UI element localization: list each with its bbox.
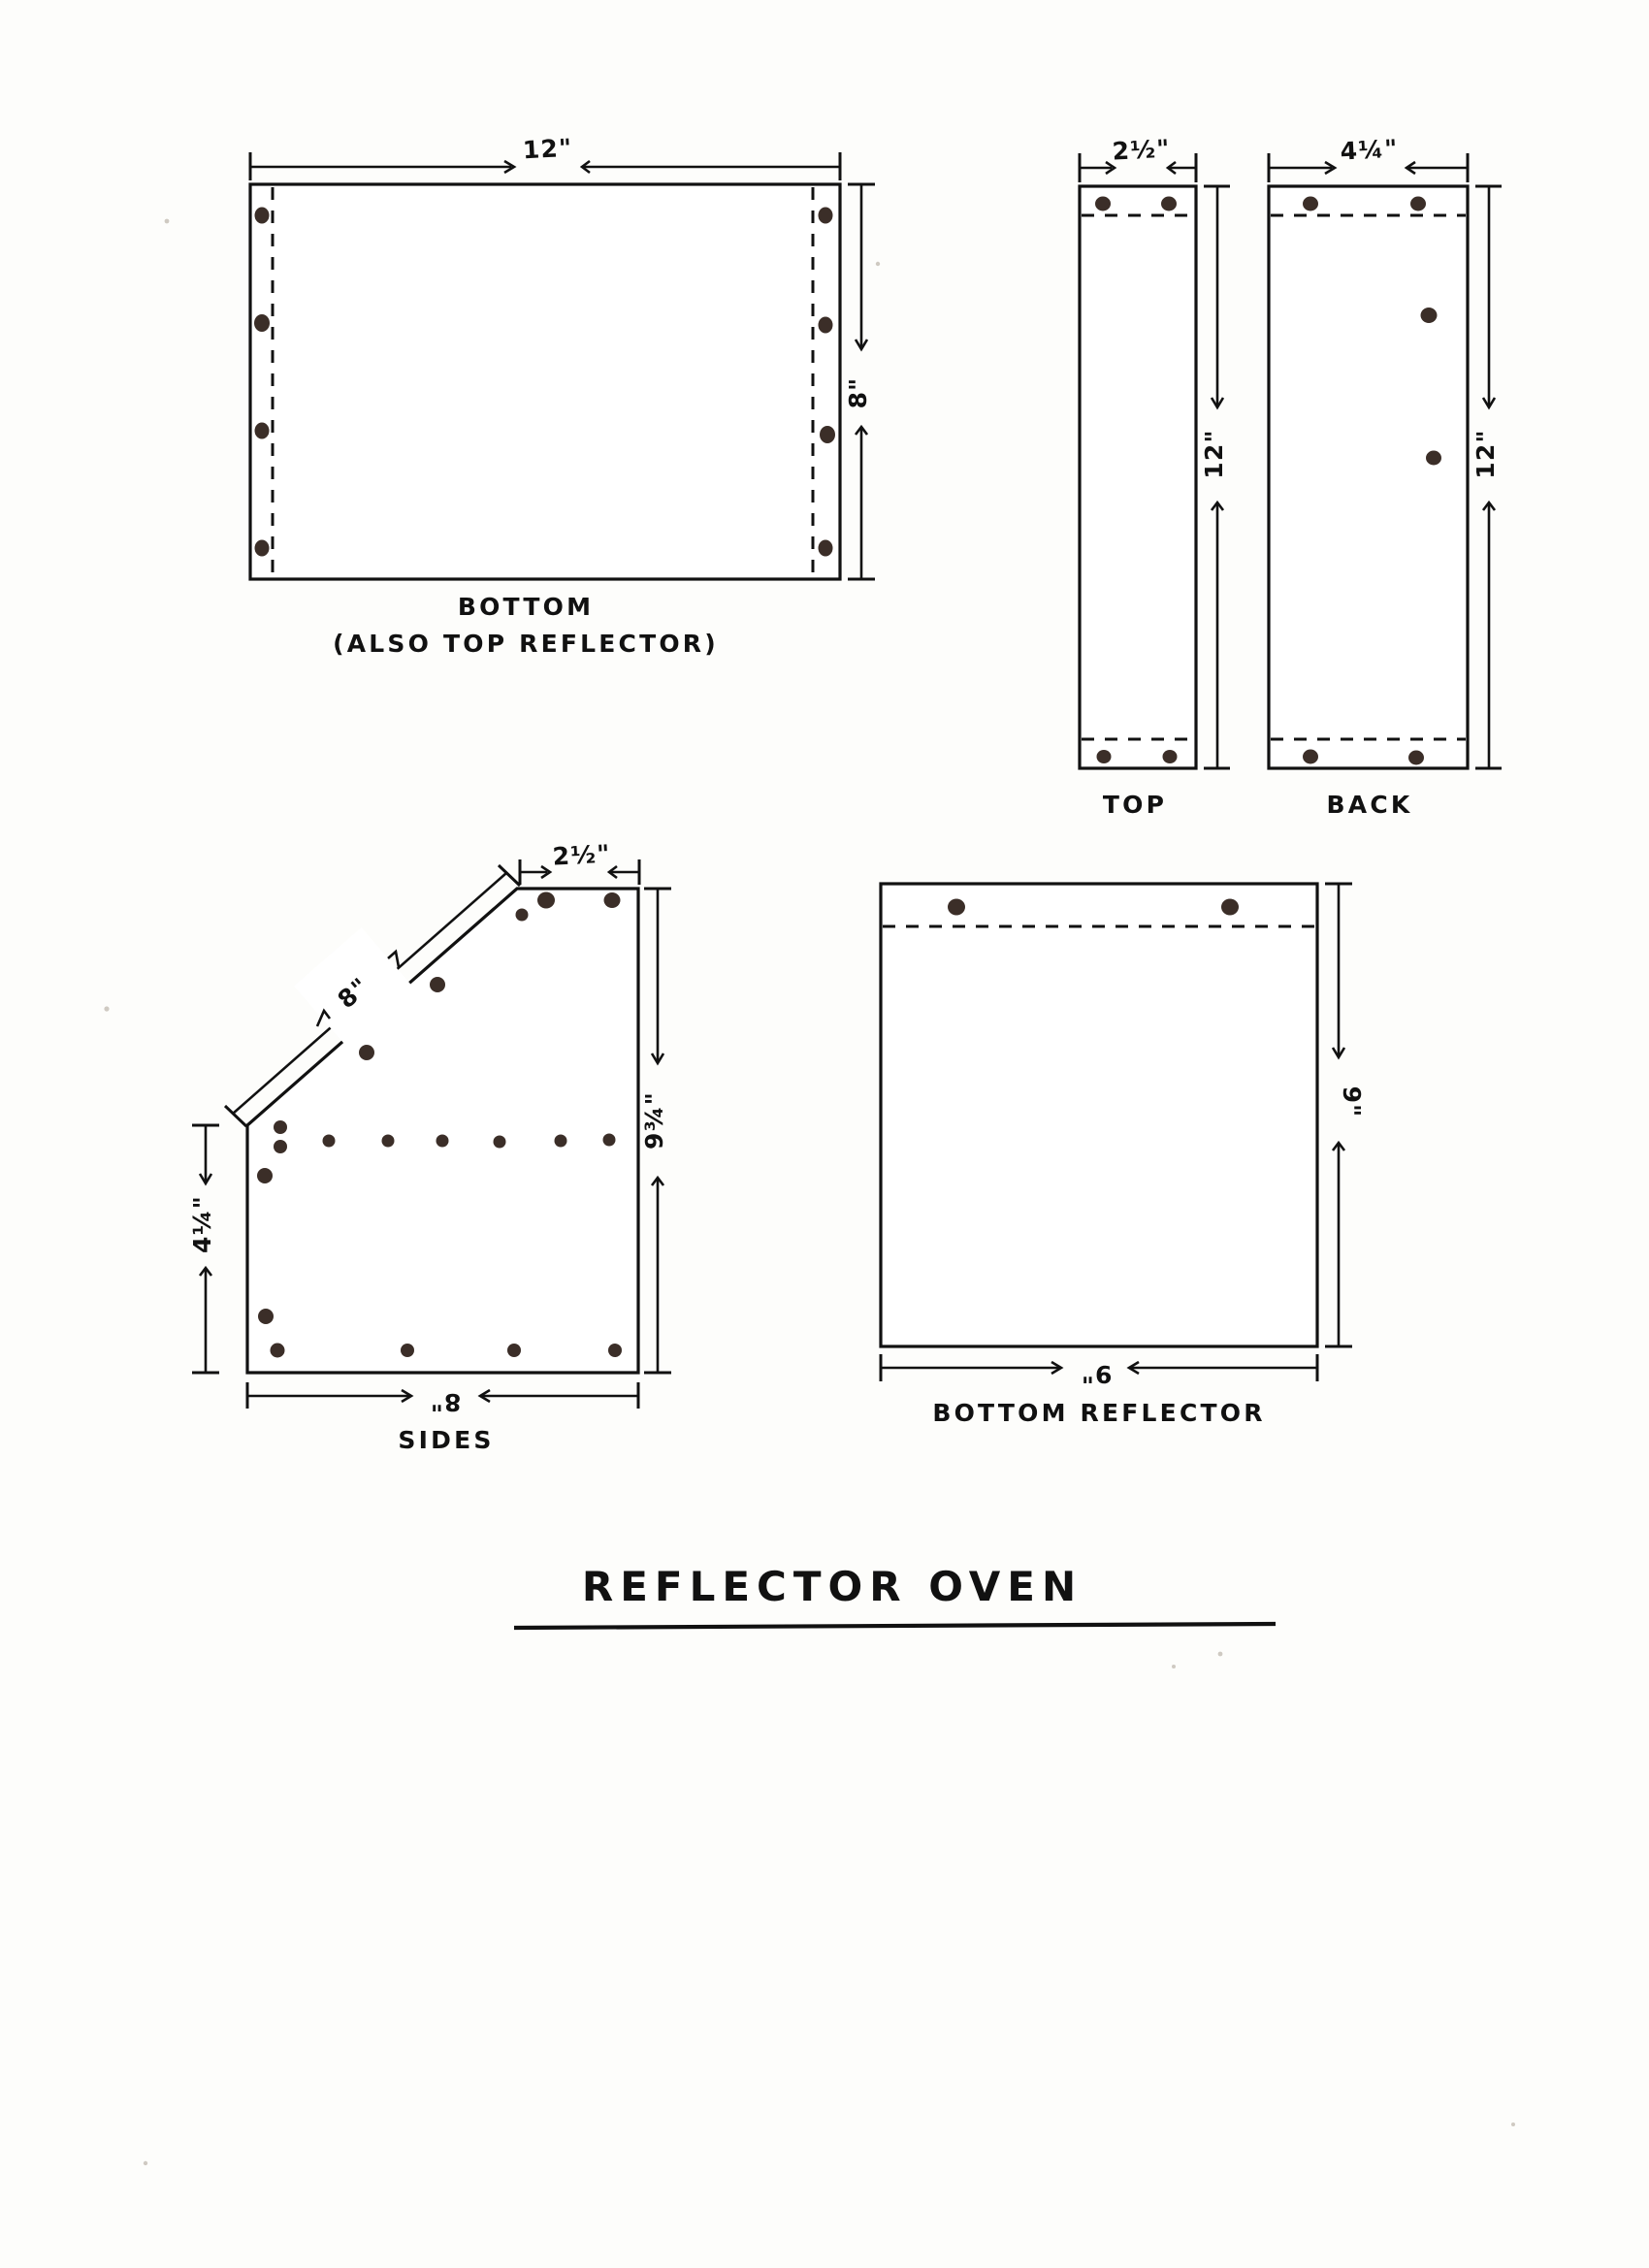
dimension-bottom-width <box>248 152 842 180</box>
rivet-group-sides-bottom <box>258 1309 622 1358</box>
bottom-panel-outline[interactable] <box>248 182 842 581</box>
dimension-label-sides-top: 2½" <box>552 839 611 870</box>
dimension-label-sides-bottom: 8" <box>430 1388 462 1416</box>
dimension-reflector-width <box>879 1354 1319 1381</box>
bottom-reflector-outline[interactable] <box>879 882 1319 1348</box>
caption-bottom-line2: (ALSO TOP REFLECTOR) <box>333 630 719 658</box>
dimension-bottom-height <box>848 182 875 581</box>
rivet-group-top <box>1095 196 1178 763</box>
caption-sides: SIDES <box>398 1426 494 1454</box>
title-underline <box>513 1621 1277 1631</box>
caption-back: BACK <box>1327 791 1413 819</box>
dimension-label-bottom-height: 8" <box>844 377 872 409</box>
dimension-sides-right <box>644 887 671 1375</box>
panel-bottom[interactable]: 12" 8" <box>248 134 875 658</box>
dimension-label-sides-right: 9¾" <box>640 1091 668 1150</box>
panel-sides[interactable]: 2½" 8" 9¾ <box>188 839 671 1454</box>
dimension-sides-top <box>518 859 641 885</box>
dimension-top-width <box>1078 153 1198 182</box>
dimension-label-top-width: 2½" <box>1112 134 1171 165</box>
rivet-group-bottom-right <box>818 207 835 557</box>
dimension-label-reflector-width: 9" <box>1081 1360 1113 1388</box>
drawing-title: REFLECTOR OVEN <box>582 1563 1083 1610</box>
back-panel-outline[interactable] <box>1267 184 1470 770</box>
caption-bottom-reflector: BOTTOM REFLECTOR <box>932 1399 1265 1427</box>
panel-bottom-reflector[interactable]: 9" 9" BOTTOM REFLECTOR <box>879 882 1366 1427</box>
panel-back[interactable]: 4¼" 12" <box>1267 134 1502 819</box>
rivet-group-sides-middle-row <box>257 1120 616 1183</box>
drawing-title-block: REFLECTOR OVEN <box>513 1563 1277 1631</box>
dimension-label-reflector-height: 9" <box>1338 1086 1366 1118</box>
dimension-reflector-height <box>1325 882 1352 1348</box>
rivet-group-bottom-reflector <box>948 898 1239 916</box>
dimension-top-height <box>1204 184 1230 770</box>
dimension-sides-bottom <box>245 1382 640 1409</box>
rivet-group-sides-top <box>515 891 621 922</box>
dimension-label-bottom-width: 12" <box>522 134 573 165</box>
dimension-label-top-height: 12" <box>1200 429 1228 478</box>
sides-panel-outline[interactable] <box>245 887 640 1375</box>
dimension-back-height <box>1475 184 1502 770</box>
caption-bottom-line1: BOTTOM <box>458 593 594 621</box>
panel-top[interactable]: 2½" 12" T <box>1078 134 1230 819</box>
dimension-label-sides-left: 4¼" <box>188 1195 216 1253</box>
dimension-back-width <box>1267 153 1470 182</box>
rivet-group-bottom-left <box>254 207 270 557</box>
dimension-label-back-height: 12" <box>1471 429 1500 478</box>
rivet-group-back <box>1303 196 1441 765</box>
rivet-group-sides-diagonal <box>359 977 445 1060</box>
dimension-sides-diagonal <box>223 863 522 1128</box>
caption-top: TOP <box>1103 791 1167 819</box>
dimension-sides-left <box>192 1123 219 1375</box>
dimension-label-back-width: 4¼" <box>1340 134 1399 165</box>
top-panel-outline[interactable] <box>1078 184 1198 770</box>
